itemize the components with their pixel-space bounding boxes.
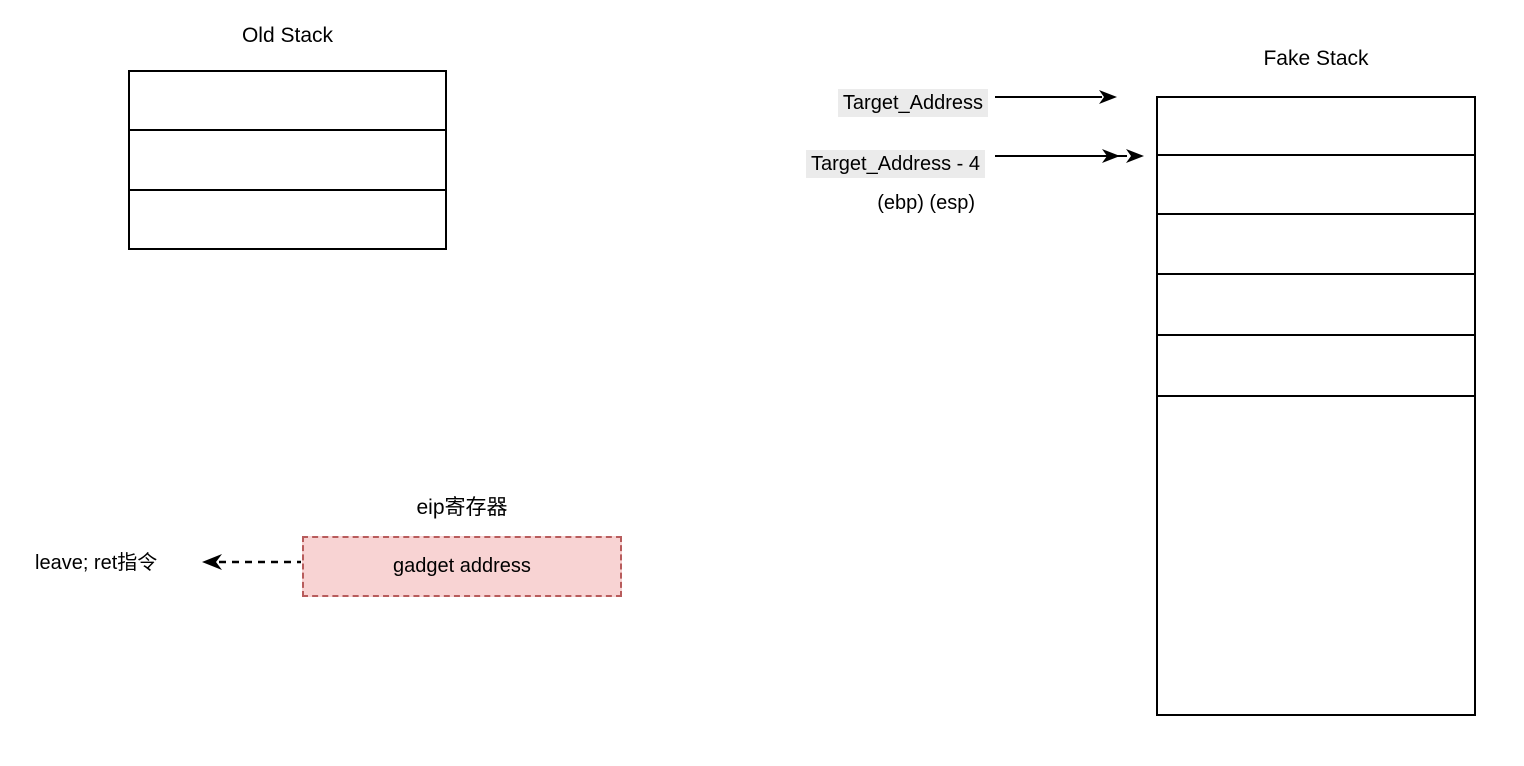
fake-stack-cell xyxy=(1158,275,1474,336)
fake-stack-cell xyxy=(1158,397,1474,714)
old-stack-cell xyxy=(130,191,445,248)
old-stack-title: Old Stack xyxy=(241,24,334,47)
old-stack-cell xyxy=(130,131,445,191)
gadget-to-leave-ret-arrow xyxy=(202,554,301,570)
old-stack-cell xyxy=(130,72,445,131)
fake-stack-title: Fake Stack xyxy=(1263,47,1369,70)
eip-register-title: eip寄存器 xyxy=(416,496,508,519)
ebp-esp-label: (ebp) (esp) xyxy=(877,192,975,214)
target-address-minus-4-label: Target_Address - 4 xyxy=(806,150,985,178)
fake-stack-cell xyxy=(1158,98,1474,156)
target-address-label: Target_Address xyxy=(837,89,988,117)
leave-ret-label: leave; ret指令 xyxy=(35,552,158,574)
fake-stack-cell xyxy=(1158,156,1474,215)
gadget-address-box: gadget address xyxy=(302,536,622,597)
gadget-address-label: gadget address xyxy=(393,555,531,577)
fake-stack-cell xyxy=(1158,336,1474,397)
target-address-arrow xyxy=(995,90,1117,104)
fake-stack-box xyxy=(1156,96,1476,716)
target-address-minus-4-arrow xyxy=(995,149,1144,163)
fake-stack-cell xyxy=(1158,215,1474,275)
old-stack-box xyxy=(128,70,447,250)
